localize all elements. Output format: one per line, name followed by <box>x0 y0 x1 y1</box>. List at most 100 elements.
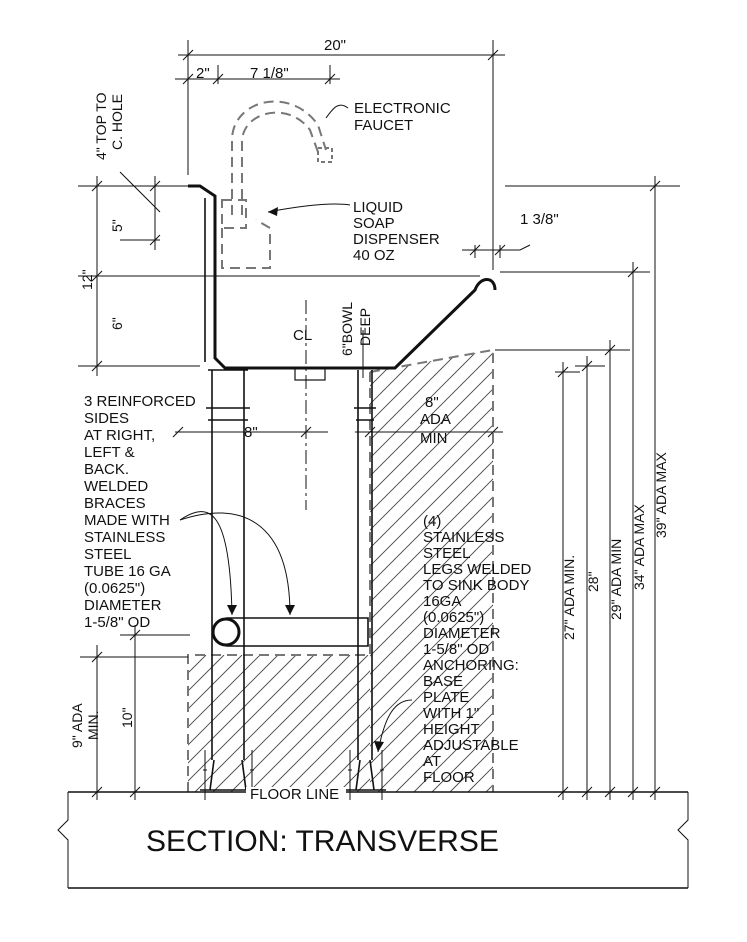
legs-label-line: DIAMETER <box>423 625 501 642</box>
soap-label: LIQUID SOAP DISPENSER 40 OZ <box>353 199 440 264</box>
dim-six: 6" <box>109 317 125 330</box>
hatch-line <box>370 350 493 792</box>
reinforced-label-line: 3 REINFORCED <box>84 393 196 410</box>
centerline-symbol: CL <box>293 327 312 344</box>
hatch-line <box>212 655 351 792</box>
legs-label-line: AT <box>423 753 441 770</box>
dim-ada-28: 28" <box>585 571 601 592</box>
dim-twelve: 12" <box>79 269 95 290</box>
hatch-line <box>338 655 370 792</box>
hatch-line <box>320 655 370 792</box>
legs-label-line: PLATE <box>423 689 469 706</box>
reinforced-label-line: AT RIGHT, <box>84 427 155 444</box>
reinforced-label-line: MADE WITH <box>84 512 170 529</box>
legs-label-line: 1-5/8" OD <box>423 641 489 658</box>
sink-body <box>188 184 497 381</box>
hatch-line <box>230 655 369 792</box>
legs-label-line: 16GA <box>423 593 461 610</box>
dim-nine-ada-2: MIN. <box>85 710 101 740</box>
legs-label-line: STEEL <box>423 545 471 562</box>
toe-hatch <box>188 655 370 792</box>
hatch-line <box>302 655 370 792</box>
hatch-line <box>370 350 407 792</box>
dim-top-to-c-hole-1: 4" TOP TO <box>93 92 109 160</box>
knee-hatch <box>370 350 493 792</box>
soap-label-line: SOAP <box>353 215 395 232</box>
hatch-line <box>194 655 333 792</box>
legs-label-line: BASE <box>423 673 463 690</box>
dim-faucet-offset: 7 1/8" <box>250 65 289 82</box>
dim-nine-ada-1: 9" ADA <box>69 703 85 748</box>
hatch-line <box>370 350 493 792</box>
sink-legs <box>200 369 386 800</box>
floor-line-label: FLOOR LINE <box>250 786 339 803</box>
dim-bowl-deep-1: 6"BOWL <box>339 302 355 356</box>
dim-offset-2: 2" <box>196 65 210 82</box>
hatch-line <box>370 350 493 792</box>
legs-label-line: FLOOR <box>423 769 475 786</box>
dim-five: 5" <box>109 219 125 232</box>
hatch-line <box>370 350 493 792</box>
dim-overall-width: 20" <box>324 37 346 54</box>
soap-label-line: LIQUID <box>353 199 403 216</box>
hatch-line <box>370 350 443 792</box>
electronic-faucet <box>231 100 333 215</box>
legs-label-line: TO SINK BODY <box>423 577 529 594</box>
legs-label: (4) STAINLESS STEEL LEGS WELDED TO SINK … <box>423 513 532 786</box>
hatch-line <box>370 350 461 792</box>
reinforced-label-line: 1-5/8" OD <box>84 614 150 631</box>
hatch-line <box>370 350 493 792</box>
hatch-line <box>370 350 493 792</box>
soap-dispenser <box>221 199 271 269</box>
reinforced-label-line: BRACES <box>84 495 146 512</box>
legs-label-line: (4) <box>423 513 441 530</box>
faucet-label: ELECTRONIC FAUCET <box>354 100 451 134</box>
dim-ada-b: MIN <box>420 430 448 447</box>
dim-eight-left: 8" <box>244 424 258 441</box>
reinforced-label-line: BACK. <box>84 461 129 478</box>
reinforced-label-line: (0.0625") <box>84 580 145 597</box>
hatch-line <box>413 350 493 792</box>
hatch-line <box>370 350 493 792</box>
dimension-lines <box>78 40 680 800</box>
legs-label-line: ANCHORING: <box>423 657 519 674</box>
knee-clearance-zone <box>369 348 494 792</box>
hatch-line <box>188 655 279 792</box>
dim-ada-39: 39" ADA MAX <box>653 451 669 538</box>
faucet-label-line: FAUCET <box>354 117 413 134</box>
hatch-line <box>370 350 493 792</box>
legs-label-line: HEIGHT <box>423 721 480 738</box>
legs-label-line: (0.0625") <box>423 609 484 626</box>
hatch-line <box>284 655 370 792</box>
legs-label-line: WITH 1" <box>423 705 479 722</box>
dim-ten: 10" <box>119 707 135 728</box>
hatch-line <box>370 350 493 792</box>
dim-bowl-deep-2: DEEP <box>357 308 373 346</box>
hatch-line <box>188 655 243 792</box>
hatch-line <box>395 350 493 792</box>
soap-label-line: DISPENSER <box>353 231 440 248</box>
reinforced-sides-label: 3 REINFORCED SIDES AT RIGHT, LEFT & BACK… <box>84 393 196 631</box>
drawing-title: SECTION: TRANSVERSE <box>146 825 499 858</box>
reinforced-label-line: DIAMETER <box>84 597 162 614</box>
hatch-line <box>370 350 389 792</box>
bowl-centerline: CL <box>293 300 312 510</box>
hatch-line <box>370 350 493 792</box>
floor <box>57 791 689 889</box>
hatch-line <box>188 655 315 792</box>
hatch-line <box>188 655 261 792</box>
hatch-line <box>370 350 493 792</box>
hatch-line <box>377 350 493 792</box>
dim-ada-29: 29" ADA MIN <box>608 539 624 620</box>
hatch-line <box>370 350 479 792</box>
dim-ada-a: ADA <box>420 411 451 428</box>
dim-ada-34: 34" ADA MAX <box>631 503 647 590</box>
reinforced-label-line: TUBE 16 GA <box>84 563 171 580</box>
hatch-line <box>370 350 493 792</box>
dim-one-three-eighths: 1 3/8" <box>520 211 559 228</box>
dim-ada-27: 27" ADA MIN. <box>561 555 577 640</box>
hatch-line <box>370 350 371 792</box>
hatch-line <box>370 350 493 792</box>
hatch-line <box>266 655 370 792</box>
